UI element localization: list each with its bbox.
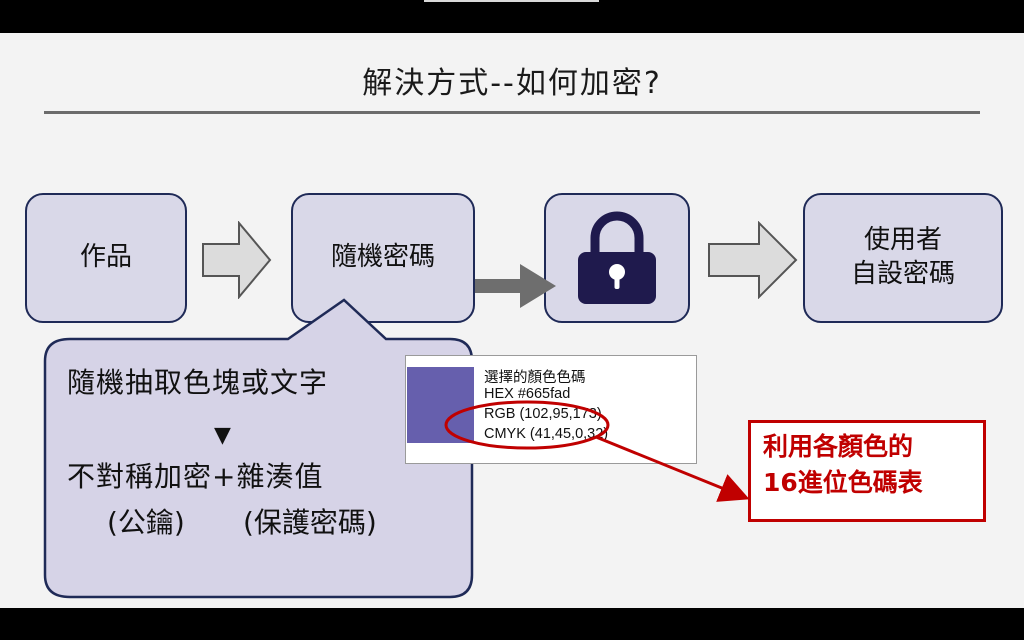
color-code-heading: 選擇的顏色色碼 (484, 370, 586, 386)
lock-icon (578, 211, 656, 304)
note-line-1: 利用各顏色的 (763, 432, 914, 461)
slide-title: 解決方式--如何加密? (362, 66, 662, 101)
lock-box (544, 193, 690, 323)
callout-line-2: 不對稱加密+雜湊值 (67, 460, 324, 493)
bottom-bar (0, 608, 1024, 640)
solid-arrow (474, 264, 556, 308)
random-password-box: 隨機密碼 (291, 193, 475, 323)
hex-table-note: 利用各顏色的 16進位色碼表 (748, 420, 986, 522)
top-bar (0, 0, 1024, 33)
callout-line-1: 隨機抽取色塊或文字 (67, 366, 329, 399)
callout-protect-password: (保護密碼) (243, 506, 377, 539)
rgb-value: RGB (102,95,173) (484, 406, 602, 422)
works-box: 作品 (25, 193, 187, 323)
hollow-arrow-1 (202, 221, 272, 299)
hex-value: HEX #665fad (484, 386, 571, 402)
user-password-box: 使用者 自設密碼 (803, 193, 1003, 323)
note-line-2: 16進位色碼表 (763, 468, 923, 498)
cmyk-value: CMYK (41,45,0,32) (484, 426, 609, 442)
color-swatch (407, 367, 474, 443)
hollow-arrow-2 (708, 221, 798, 299)
title-divider (44, 111, 980, 114)
color-code-panel: 選擇的顏色色碼 HEX #665fad RGB (102,95,173) CMY… (405, 355, 697, 464)
top-tab-indicator (424, 0, 599, 2)
down-arrow-icon: ▼ (214, 423, 231, 448)
callout-public-key: (公鑰) (107, 506, 185, 539)
